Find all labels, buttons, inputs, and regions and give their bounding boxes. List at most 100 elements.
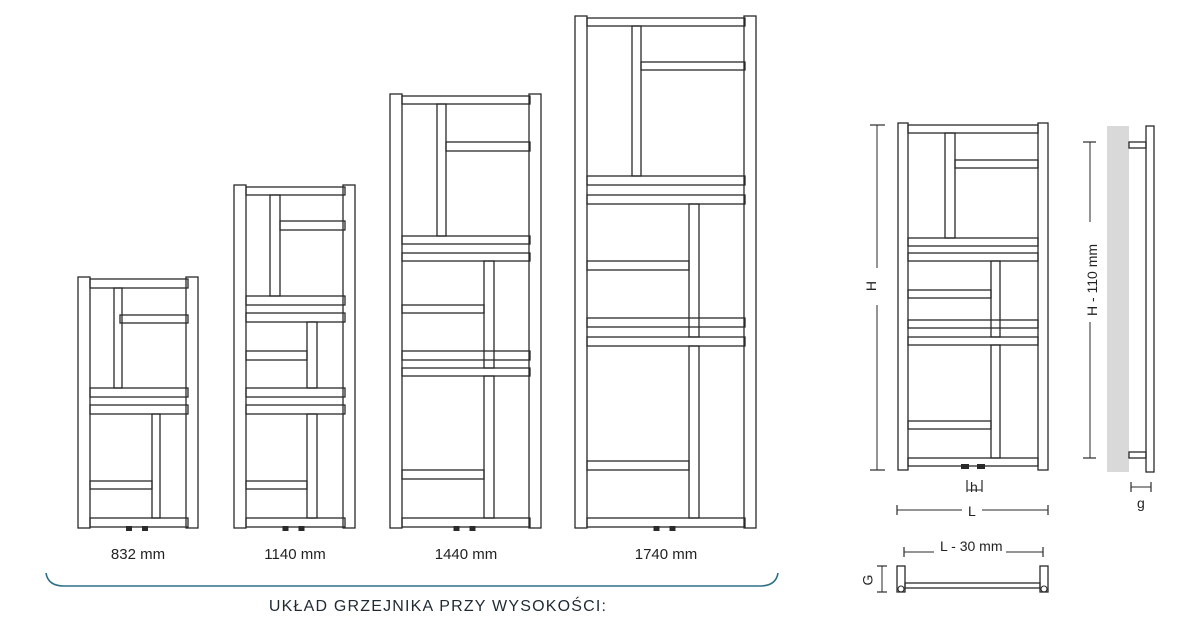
radiator-bar bbox=[640, 61, 746, 71]
size-label-832: 832 mm bbox=[110, 546, 166, 563]
radiator-bar bbox=[688, 345, 700, 519]
dim-label-h: h bbox=[970, 479, 978, 495]
radiator-bar bbox=[151, 413, 161, 519]
radiator-bar bbox=[586, 460, 690, 471]
size-label-1140: 1140 mm bbox=[264, 546, 326, 563]
dim-label-G: G bbox=[859, 574, 876, 586]
radiator-bar bbox=[245, 350, 308, 361]
radiator-bar bbox=[907, 237, 1039, 247]
dim-label-H: H bbox=[863, 280, 880, 292]
radiator-bar bbox=[990, 344, 1001, 459]
radiator-bar bbox=[907, 457, 1039, 467]
radiator-bar bbox=[688, 203, 700, 338]
detail-side-view bbox=[1083, 125, 1155, 492]
radiator-bar bbox=[907, 252, 1039, 262]
detail-front-view bbox=[870, 122, 1049, 515]
radiator-bar bbox=[586, 194, 746, 205]
dim-label-L-minus: L - 30 mm bbox=[940, 538, 1003, 554]
radiator-bar bbox=[586, 260, 690, 271]
pipe-circle bbox=[1040, 585, 1048, 593]
radiator-bar bbox=[907, 336, 1039, 346]
radiator-bar bbox=[245, 387, 346, 398]
radiator-bar bbox=[401, 350, 531, 361]
radiator-bar bbox=[89, 387, 189, 398]
radiator-bar bbox=[483, 260, 495, 369]
connector bbox=[653, 526, 660, 531]
detail-top-view bbox=[877, 547, 1049, 593]
radiator-bar bbox=[245, 295, 346, 306]
radiator-bar bbox=[401, 252, 531, 262]
radiator-bar bbox=[245, 186, 346, 196]
radiator-post-left bbox=[77, 276, 91, 529]
radiator-bar bbox=[907, 124, 1039, 134]
connector bbox=[298, 526, 305, 531]
radiator-post-right bbox=[185, 276, 199, 529]
radiator-bar bbox=[401, 367, 531, 377]
radiator-bar bbox=[586, 336, 746, 347]
dim-label-H-minus: H - 110 mm bbox=[1084, 243, 1100, 317]
connector bbox=[961, 464, 969, 469]
radiator-bar bbox=[401, 517, 531, 528]
radiator-bar bbox=[954, 159, 1039, 169]
size-label-1440: 1440 mm bbox=[434, 546, 498, 563]
group-brace bbox=[45, 572, 779, 587]
radiator-post-left bbox=[574, 15, 588, 529]
radiator-bar bbox=[436, 103, 447, 237]
radiator-bar bbox=[401, 95, 531, 105]
radiator-post-right bbox=[342, 184, 356, 529]
radiator-bar bbox=[907, 289, 992, 299]
wall bbox=[1107, 126, 1129, 472]
radiator-bar bbox=[631, 25, 642, 177]
radiator-bar bbox=[401, 235, 531, 245]
radiator-2 bbox=[389, 93, 542, 531]
radiator-bar bbox=[586, 17, 746, 27]
radiator-post-right bbox=[528, 93, 542, 529]
layout-caption: UKŁAD GRZEJNIKA PRZY WYSOKOŚCI: bbox=[268, 598, 608, 615]
radiator-bar bbox=[586, 317, 746, 328]
radiator-1 bbox=[233, 184, 356, 531]
connector bbox=[453, 526, 460, 531]
radiator-bar bbox=[245, 404, 346, 415]
radiator-0 bbox=[77, 276, 199, 531]
dim-label-g: g bbox=[1137, 495, 1145, 511]
radiator-bar bbox=[401, 469, 485, 480]
radiator-variants bbox=[77, 15, 757, 531]
radiator-bar bbox=[279, 220, 346, 231]
dim-label-L: L bbox=[968, 503, 976, 519]
radiator-bar bbox=[907, 420, 992, 430]
pipe-circle bbox=[897, 585, 905, 593]
radiator-bar bbox=[944, 132, 956, 239]
radiator-bar bbox=[306, 321, 318, 389]
radiator-bar bbox=[245, 517, 346, 528]
radiator-bar bbox=[586, 175, 746, 186]
side-post bbox=[1145, 125, 1155, 473]
radiator-post-left bbox=[389, 93, 403, 529]
connector bbox=[669, 526, 676, 531]
connector bbox=[126, 526, 132, 531]
radiator-bar bbox=[89, 404, 189, 415]
radiator-bar bbox=[113, 287, 123, 389]
connector bbox=[282, 526, 289, 531]
radiator-bar bbox=[245, 312, 346, 323]
radiator-post-right bbox=[1037, 122, 1049, 471]
radiator-bar bbox=[89, 480, 153, 490]
connector bbox=[469, 526, 476, 531]
radiator-post-right bbox=[743, 15, 757, 529]
radiator-bar bbox=[89, 517, 189, 528]
connector bbox=[977, 464, 985, 469]
radiator-bar bbox=[907, 319, 1039, 329]
radiator-bar bbox=[483, 375, 495, 519]
radiator-bar bbox=[269, 194, 281, 297]
side-bracket bbox=[1128, 141, 1147, 149]
radiator-bar bbox=[445, 141, 531, 152]
radiator-bar bbox=[990, 260, 1001, 338]
radiator-3 bbox=[574, 15, 757, 531]
radiator-bar bbox=[89, 278, 189, 289]
radiator-bar bbox=[586, 517, 746, 528]
radiator-bar bbox=[119, 314, 189, 324]
radiator-post-left bbox=[233, 184, 247, 529]
radiator-bar bbox=[401, 304, 485, 314]
top-bar bbox=[904, 582, 1041, 589]
radiator-bar bbox=[245, 480, 308, 490]
